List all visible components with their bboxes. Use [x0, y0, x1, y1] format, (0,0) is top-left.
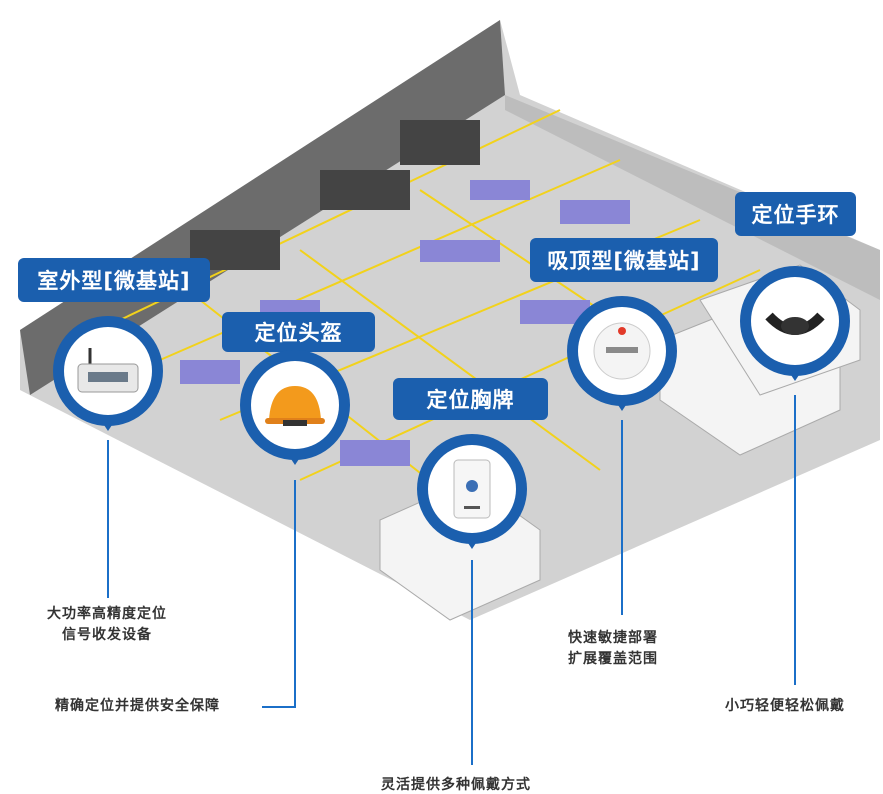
label-outdoor-station: 室外型[微基站]	[18, 258, 210, 302]
caption-ceiling-station: 快速敏捷部署 扩展覆盖范围	[568, 628, 658, 670]
gateway-device-icon	[77, 348, 139, 393]
connector-line	[621, 420, 623, 615]
label-badge: 定位胸牌	[393, 378, 548, 420]
caption-line: 扩展覆盖范围	[568, 651, 658, 667]
label-ceiling-station: 吸顶型[微基站]	[530, 238, 718, 282]
label-wristband: 定位手环	[735, 192, 856, 236]
connector-line	[262, 706, 296, 708]
connector-line	[471, 560, 473, 765]
pin-badge	[417, 434, 527, 549]
connector-line	[794, 395, 796, 685]
caption-wristband: 小巧轻便轻松佩戴	[725, 698, 845, 714]
helmet-icon	[265, 386, 325, 426]
pin-wristband	[740, 266, 850, 381]
label-helmet: 定位头盔	[222, 312, 375, 352]
caption-helmet: 精确定位并提供安全保障	[55, 698, 220, 714]
ceiling-beacon-icon	[593, 322, 651, 380]
pin-ceiling-station	[567, 296, 677, 411]
caption-outdoor-station: 大功率高精度定位 信号收发设备	[16, 604, 198, 646]
connector-line	[294, 480, 296, 708]
caption-badge: 灵活提供多种佩戴方式	[381, 777, 531, 793]
pin-helmet	[240, 350, 350, 465]
pin-outdoor-station	[53, 316, 163, 431]
badge-card-icon	[453, 459, 491, 519]
caption-line: 大功率高精度定位	[47, 606, 167, 622]
connector-line	[107, 440, 109, 598]
caption-line: 信号收发设备	[62, 627, 152, 643]
wristband-icon	[765, 312, 825, 335]
caption-line: 快速敏捷部署	[568, 630, 658, 646]
